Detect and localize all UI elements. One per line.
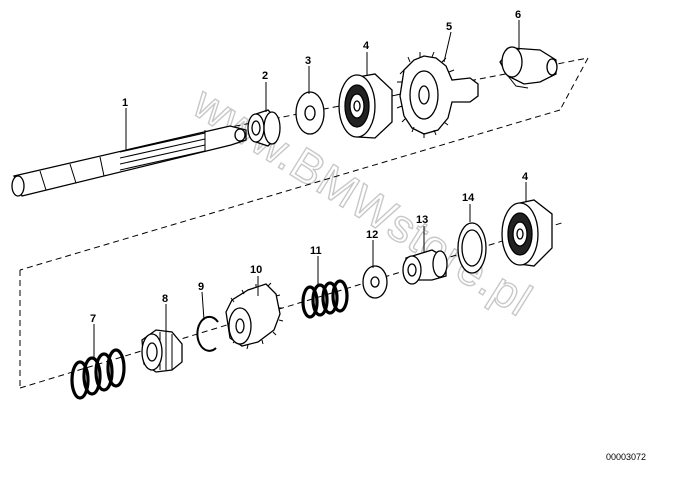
callout-label: 14 (462, 192, 475, 204)
callout-label: 4 (522, 171, 529, 183)
thrust-washer-part (457, 222, 487, 274)
callout-label: 9 (198, 281, 204, 293)
callout-label: 10 (250, 264, 262, 276)
callout-label: 13 (416, 214, 428, 226)
gear-part (395, 51, 479, 138)
washer-part (295, 91, 325, 135)
washer-part (362, 265, 388, 299)
callout-label: 11 (310, 245, 322, 257)
callout-label: 6 (515, 9, 521, 21)
callout-label: 7 (90, 313, 96, 325)
drawing-number: 00003072 (606, 452, 646, 462)
circlip-part (196, 315, 219, 352)
callout-label: 1 (122, 97, 128, 109)
callout-label: 3 (305, 55, 311, 67)
bearing-part (338, 73, 393, 139)
sleeve-part (247, 109, 281, 147)
shaft-part (11, 125, 247, 197)
callout-label: 8 (162, 293, 168, 305)
spring-part (301, 279, 349, 319)
coupling-part (499, 46, 558, 89)
spring-part (70, 348, 126, 400)
callout-label: 4 (363, 40, 370, 52)
callout-label: 5 (446, 21, 452, 33)
callout-labels: 1 2 3 4 5 6 4 14 13 12 11 10 9 8 7 (90, 9, 529, 325)
bushing-part (402, 249, 448, 285)
gear-part (225, 282, 284, 350)
bearing-part (501, 199, 553, 267)
callout-label: 2 (262, 70, 268, 82)
hub-part (141, 329, 183, 373)
callout-label: 12 (366, 229, 378, 241)
